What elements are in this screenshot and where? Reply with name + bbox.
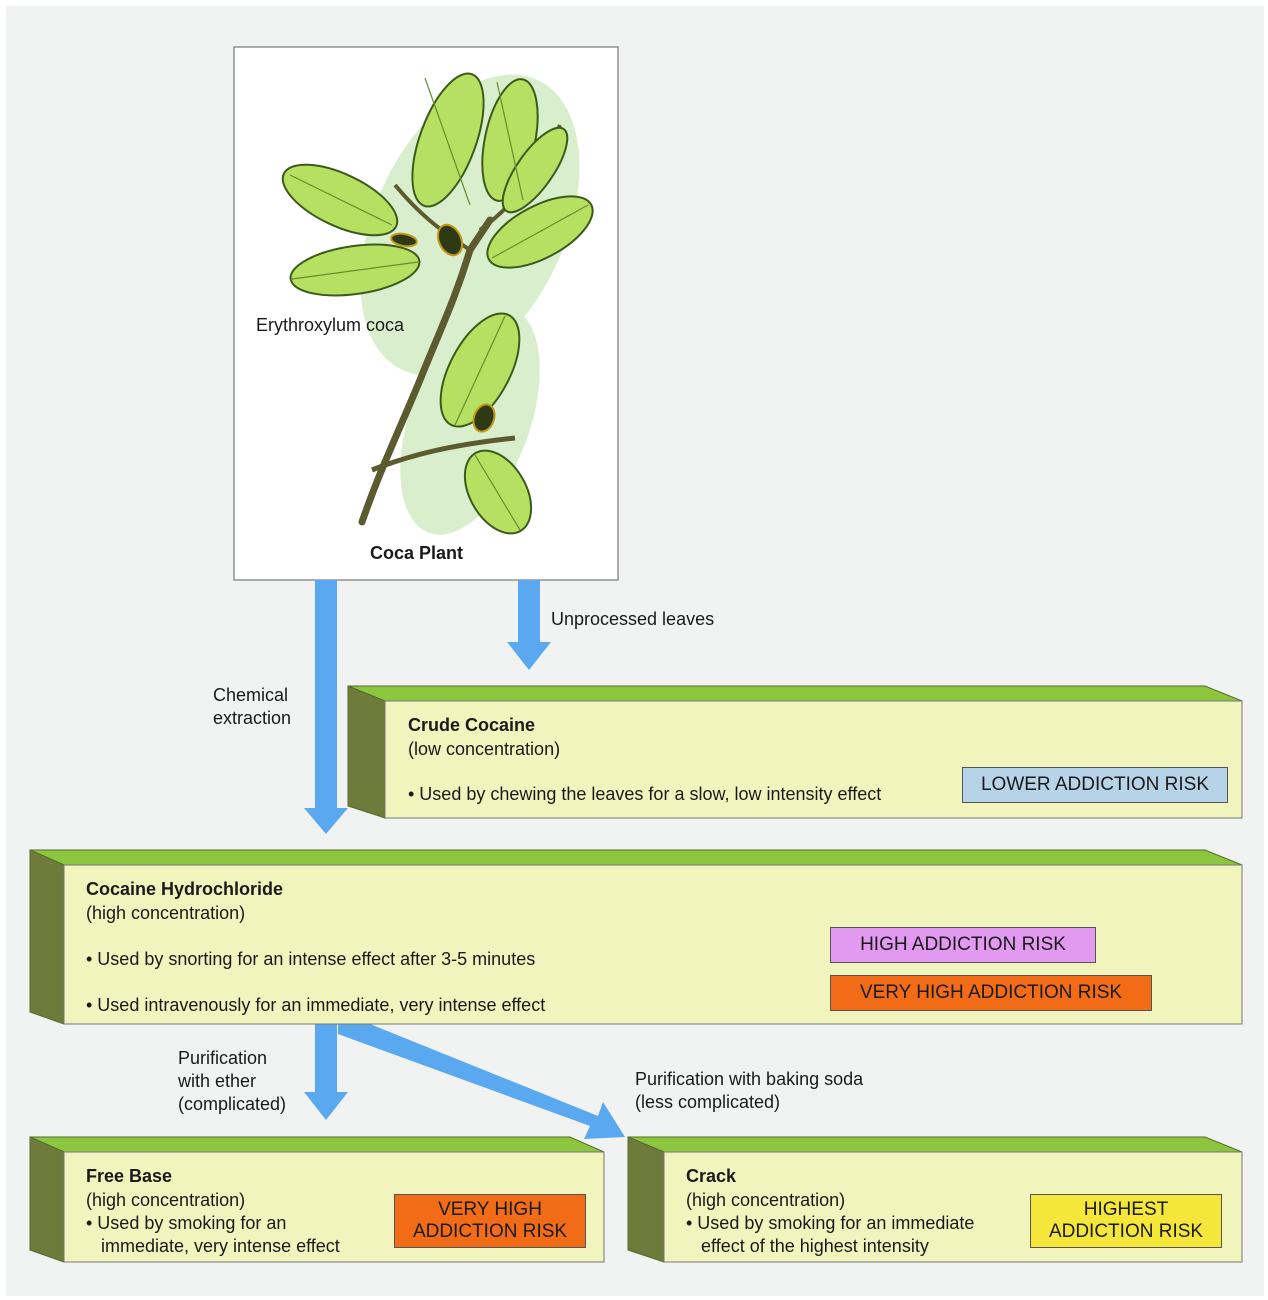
ether-arrow [304, 1024, 348, 1120]
freebase-title: Free Base [86, 1166, 173, 1186]
coca-plant-illustration [281, 72, 594, 535]
unprocessed-leaves-arrow [507, 580, 551, 670]
plant-title: Coca Plant [370, 543, 464, 563]
high-risk-badge: HIGH ADDICTION RISK [830, 927, 1096, 963]
species-label: Erythroxylum coca [256, 315, 405, 335]
chemical-extraction-label: Chemical extraction [213, 685, 292, 728]
baking-soda-label: Purification with baking soda (less comp… [635, 1069, 864, 1112]
chemical-extraction-arrow [304, 580, 348, 834]
crude-title: Crude Cocaine [408, 715, 536, 735]
freebase-risk-badge: VERY HIGH ADDICTION RISK [394, 1194, 586, 1248]
crude-subtitle: (low concentration) [408, 739, 561, 759]
freebase-subtitle: (high concentration) [86, 1190, 246, 1210]
background-panel [6, 6, 1264, 1296]
unprocessed-leaves-label: Unprocessed leaves [551, 609, 715, 629]
crack-bullet: • Used by smoking for an immediate effec… [686, 1213, 975, 1256]
flow-arrows [304, 580, 625, 1139]
crack-subtitle: (high concentration) [686, 1190, 846, 1210]
hydrochloride-bullet-intravenous: • Used intravenously for an immediate, v… [86, 995, 546, 1015]
crude-bullet: • Used by chewing the leaves for a slow,… [408, 784, 882, 804]
hydrochloride-title: Cocaine Hydrochloride [86, 879, 284, 899]
hydrochloride-subtitle: (high concentration) [86, 903, 246, 923]
freebase-bullet: • Used by smoking for an immediate, very… [86, 1213, 340, 1256]
crack-title: Crack [686, 1166, 737, 1186]
ether-label: Purification with ether (complicated) [178, 1048, 287, 1114]
baking-soda-arrow [338, 1024, 625, 1139]
highest-risk-badge: HIGHEST ADDICTION RISK [1030, 1194, 1222, 1248]
very-high-risk-badge: VERY HIGH ADDICTION RISK [830, 975, 1152, 1011]
lower-risk-badge: LOWER ADDICTION RISK [962, 767, 1228, 803]
hydrochloride-bullet-snorting: • Used by snorting for an intense effect… [86, 949, 536, 969]
